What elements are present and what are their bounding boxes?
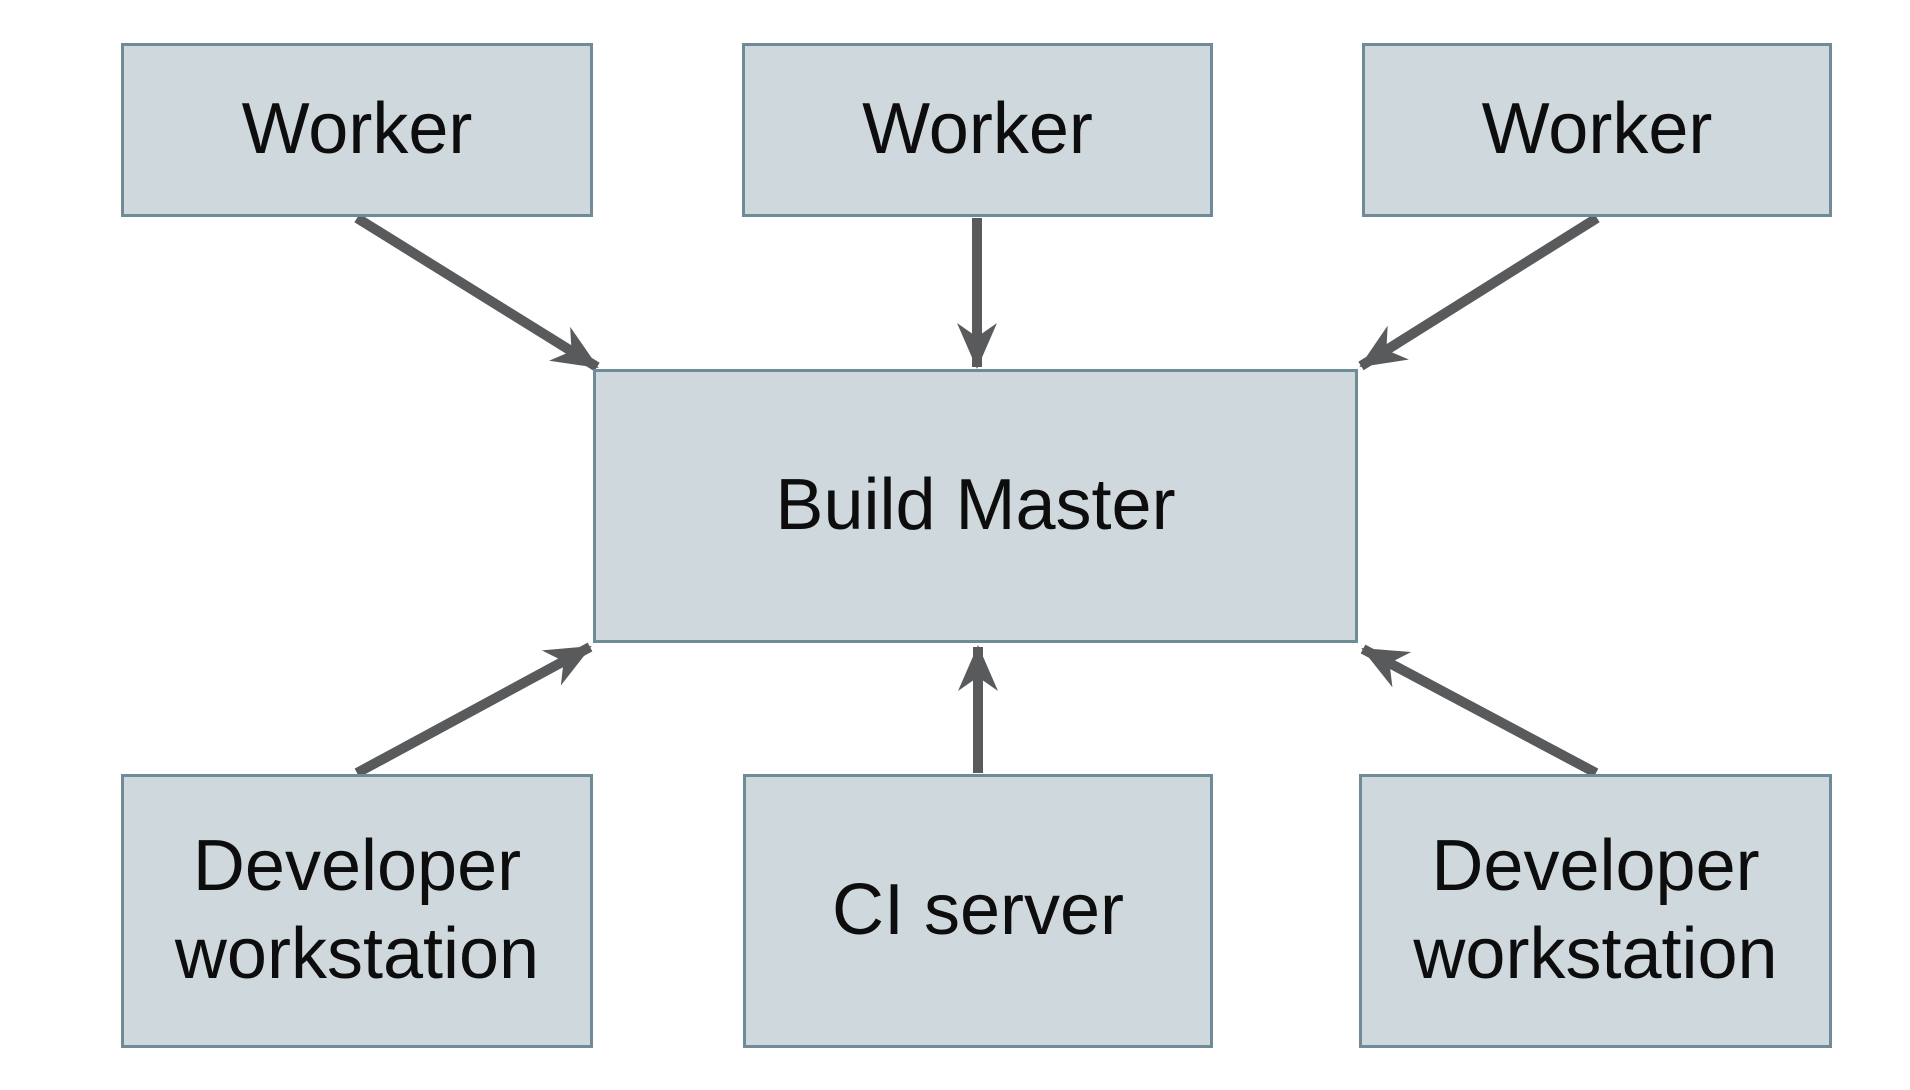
node-build-master: Build Master xyxy=(593,369,1358,643)
node-developer-workstation-1: Developer workstation xyxy=(121,774,593,1048)
node-worker-2: Worker xyxy=(742,43,1213,217)
node-worker-3: Worker xyxy=(1362,43,1832,217)
arrow-developer-workstation-2-to-build-master xyxy=(1360,644,1599,778)
node-label: Worker xyxy=(1481,89,1713,170)
node-label: Developer workstation xyxy=(174,826,540,994)
node-label: Worker xyxy=(241,89,473,170)
node-ci-server: CI server xyxy=(743,774,1213,1048)
arrow-worker-1-to-build-master xyxy=(354,213,600,372)
node-developer-workstation-2: Developer workstation xyxy=(1359,774,1832,1048)
node-label: CI server xyxy=(831,870,1125,951)
node-label: Build Master xyxy=(775,465,1176,546)
node-label: Worker xyxy=(862,89,1093,170)
node-worker-1: Worker xyxy=(121,43,593,217)
arrow-worker-3-to-build-master xyxy=(1358,213,1600,371)
node-label: Developer workstation xyxy=(1413,826,1778,994)
arrow-developer-workstation-1-to-build-master xyxy=(354,642,593,778)
